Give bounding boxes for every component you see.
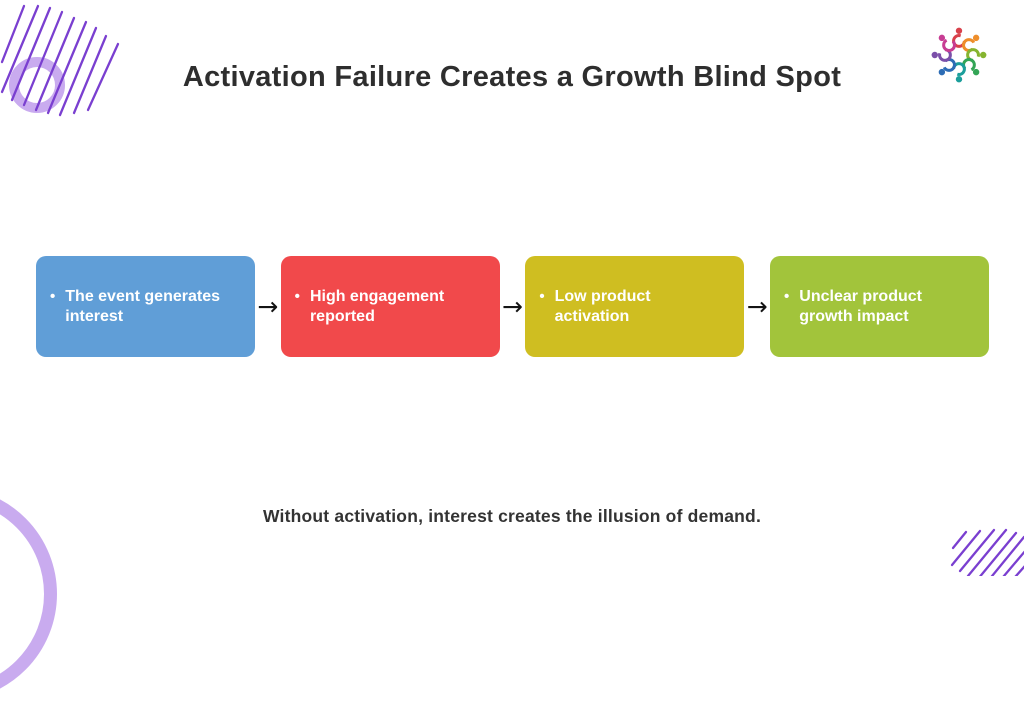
flow-step-unclear-impact: • Unclear product growth impact (770, 256, 990, 357)
bullet-icon: • (50, 287, 56, 305)
right-arrow-icon: → (257, 292, 279, 321)
flow-step-low-activation: • Low product activation (525, 256, 745, 357)
flow-step-high-engagement: • High engagement reported (280, 256, 500, 357)
flow-diagram: • The event generates interest → • High … (36, 256, 990, 357)
flow-step-label: The event generates interest (65, 287, 220, 325)
right-arrow-icon: → (502, 292, 523, 321)
bullet-icon: • (294, 287, 300, 305)
slide-title: Activation Failure Creates a Growth Blin… (182, 61, 842, 94)
flow-step-event-interest: • The event generates interest (36, 256, 255, 357)
flow-step-label: Unclear product growth impact (799, 287, 922, 325)
flow-connector: → (500, 256, 526, 357)
community-logo-icon (931, 27, 987, 83)
slide-caption: Without activation, interest creates the… (262, 506, 762, 526)
right-arrow-icon: → (746, 292, 768, 321)
bullet-icon: • (784, 287, 790, 305)
flow-step-label: High engagement reported (309, 287, 445, 325)
flow-connector: → (744, 256, 770, 357)
bullet-icon: • (539, 287, 545, 305)
flow-connector: → (255, 256, 281, 357)
flow-step-label: Low product activation (554, 287, 651, 325)
